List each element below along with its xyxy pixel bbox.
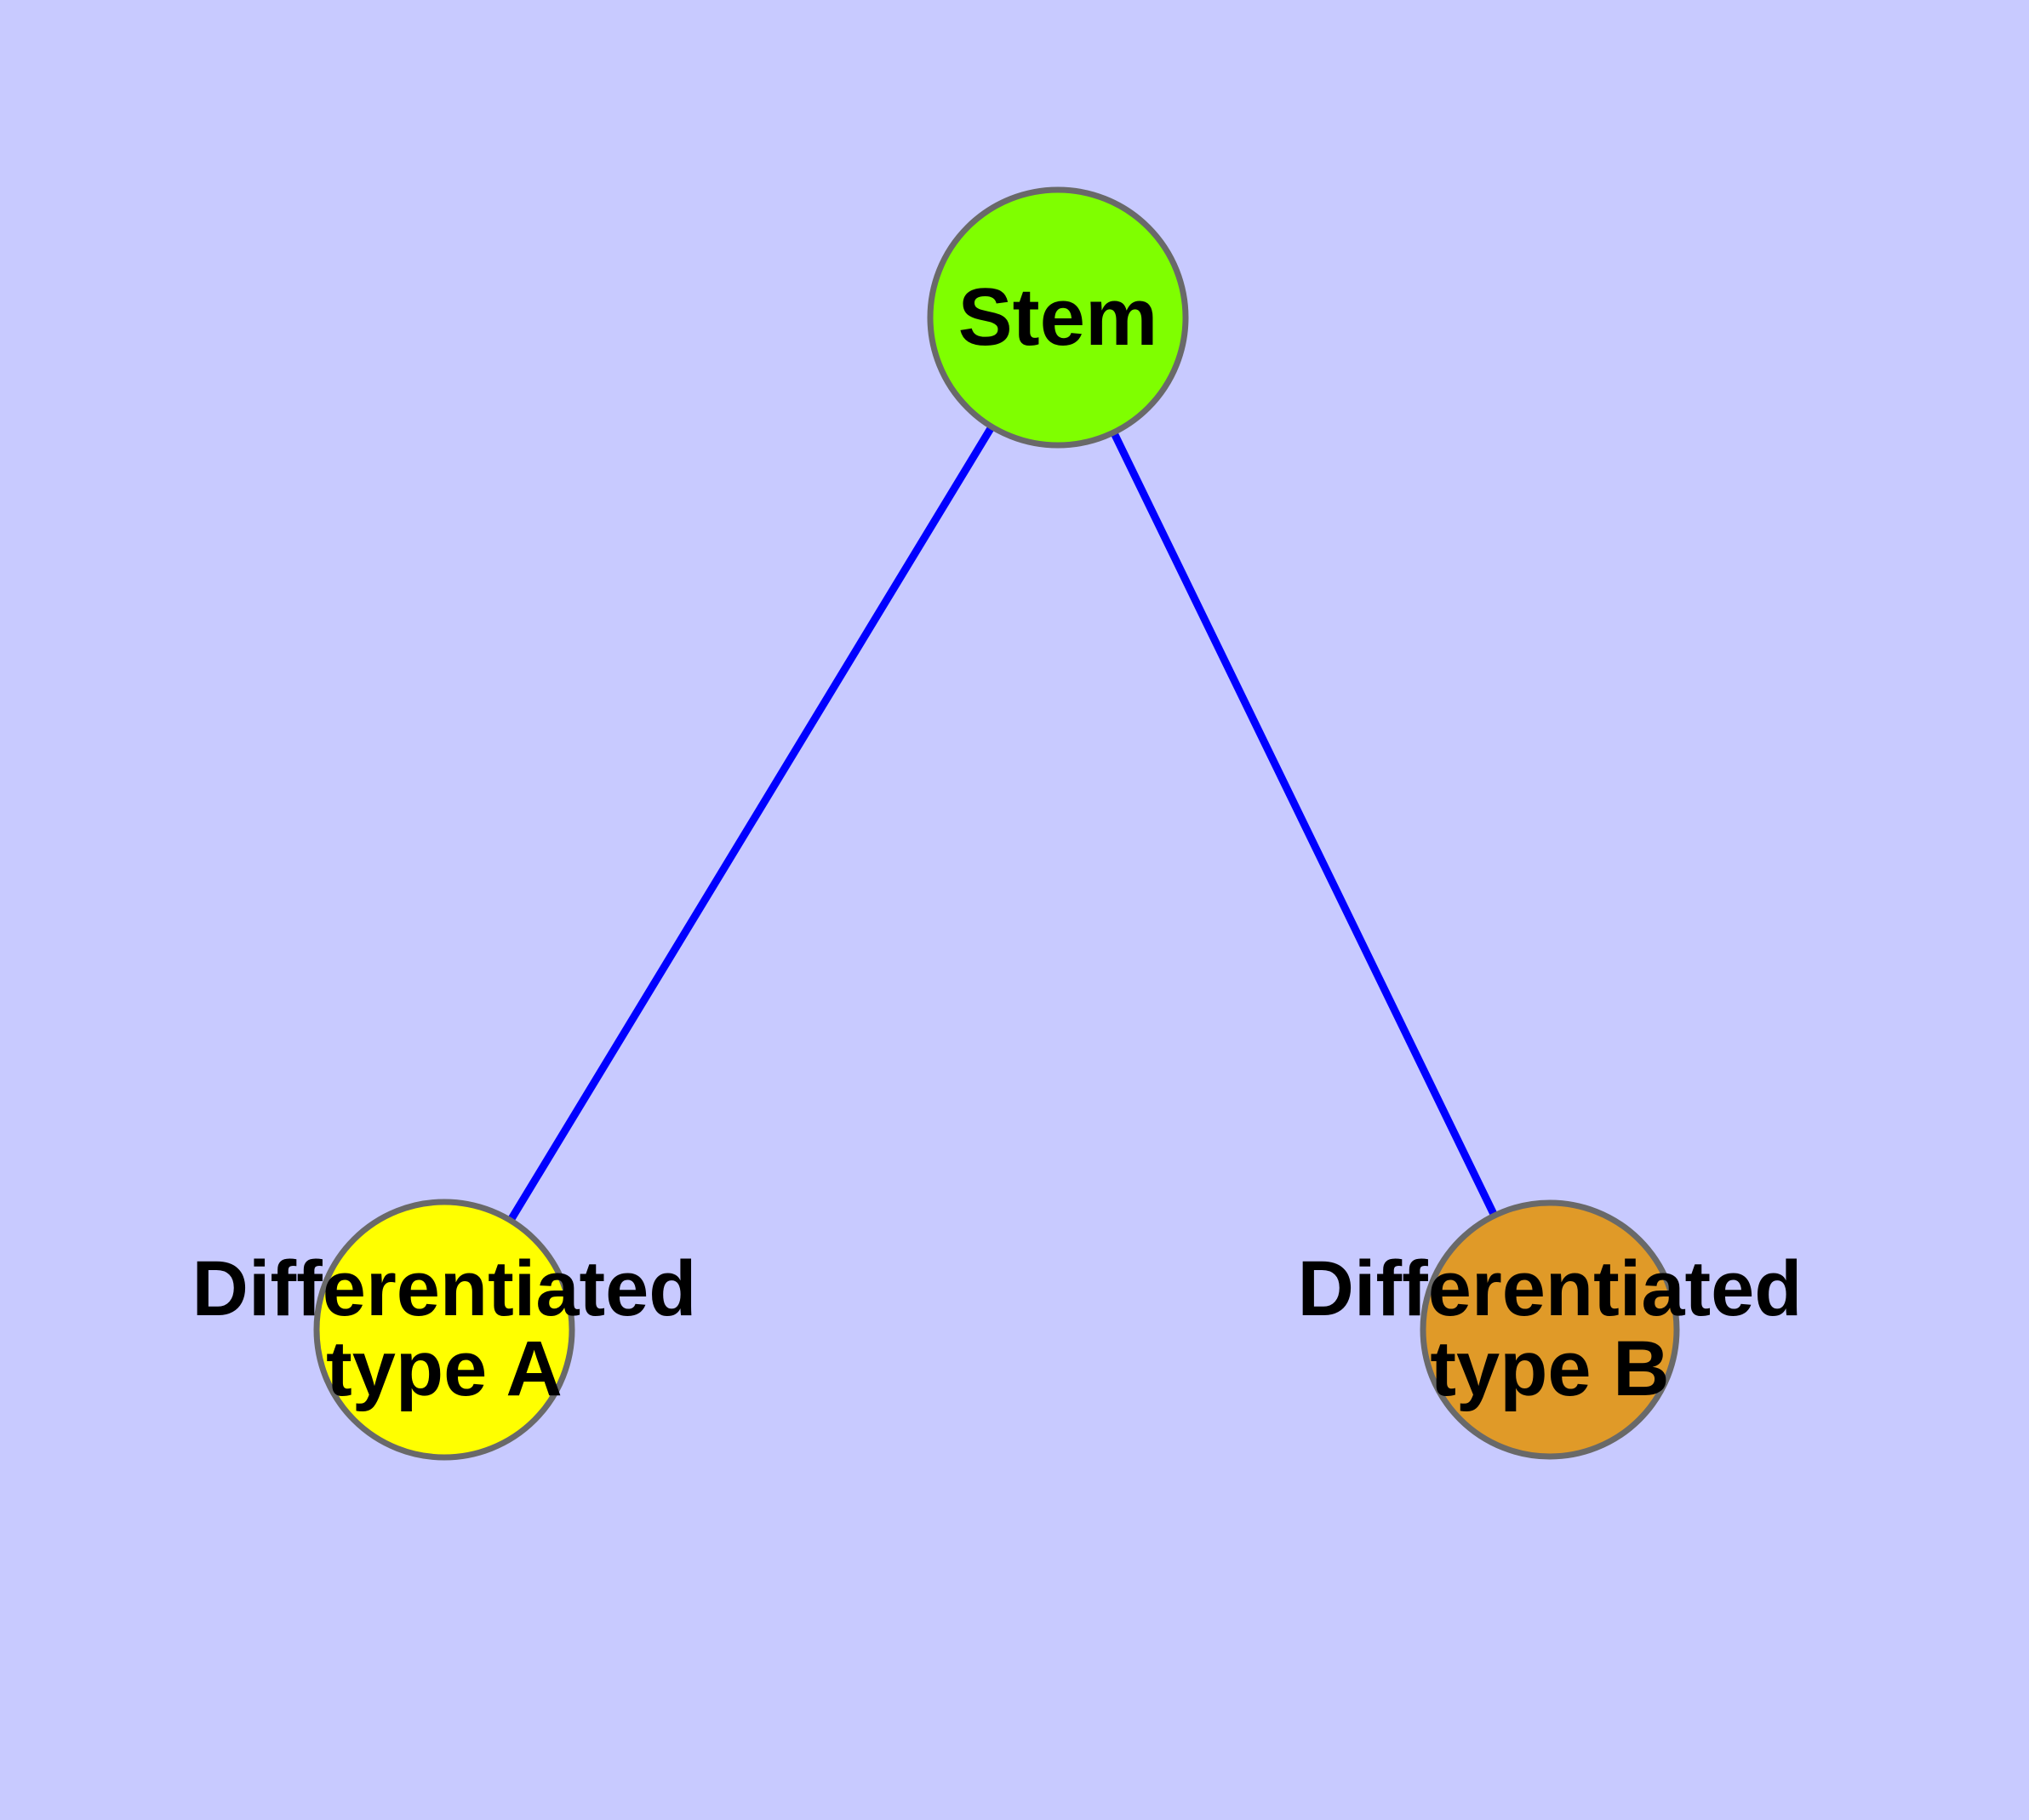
edge-stem-to-diff_b	[1110, 430, 1498, 1217]
node-layer	[313, 186, 1680, 1461]
edge-layer	[506, 424, 1498, 1223]
node-diff_a[interactable]	[313, 1199, 575, 1461]
node-diff_b[interactable]	[1420, 1199, 1680, 1460]
edge-stem-to-diff_a	[506, 424, 996, 1223]
node-stem[interactable]	[927, 186, 1189, 449]
